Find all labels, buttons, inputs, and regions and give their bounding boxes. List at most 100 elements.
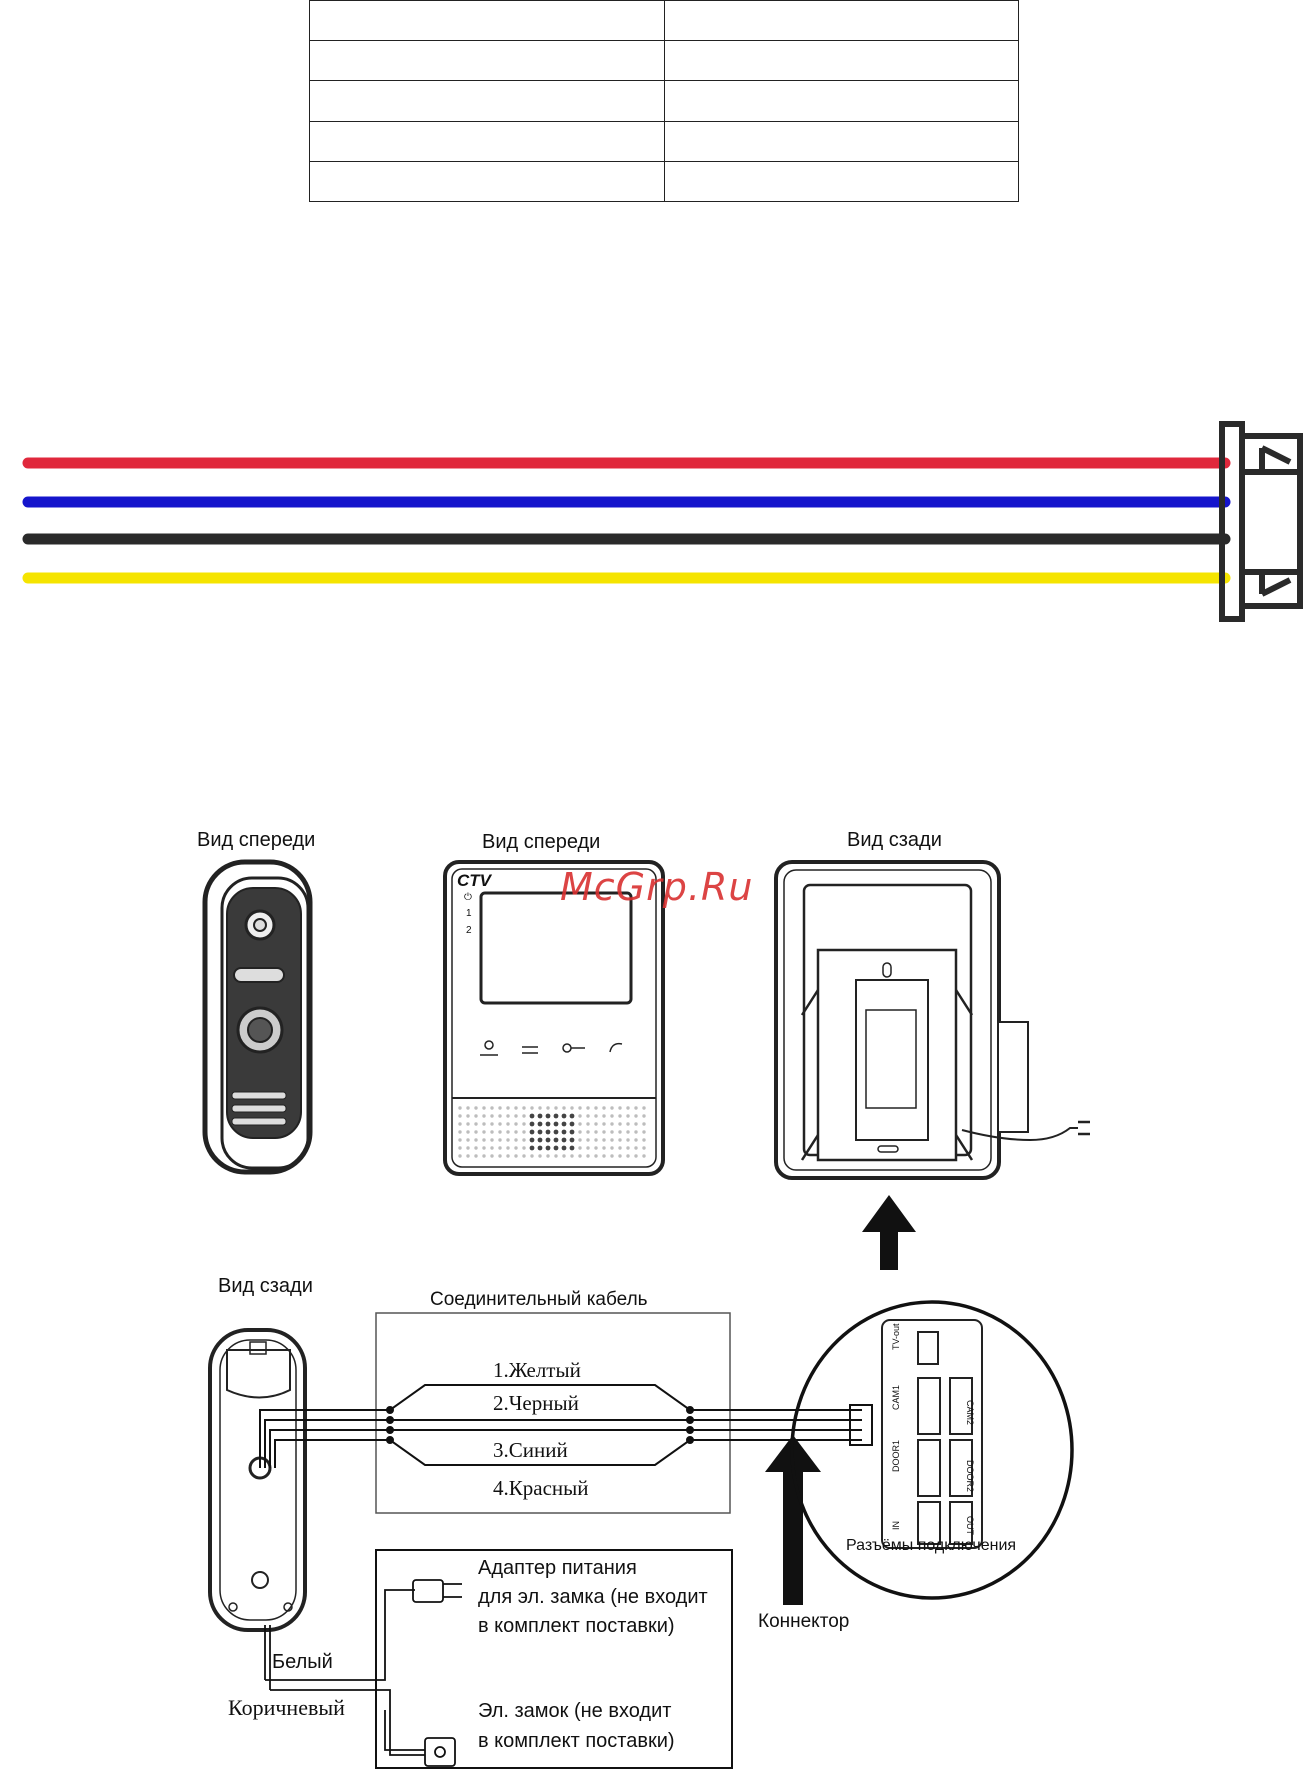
grille-dot <box>561 1129 567 1135</box>
monitor-front-label: Вид спереди <box>482 831 601 853</box>
grille-dot <box>474 1106 478 1110</box>
grille-dot <box>506 1106 510 1110</box>
grille-dot <box>553 1121 559 1127</box>
table-cell <box>309 160 665 203</box>
grille-dot <box>602 1146 606 1150</box>
monitor-back <box>774 860 1090 1180</box>
grille-dot <box>498 1122 502 1126</box>
grille-dot <box>482 1130 486 1134</box>
grille-dot <box>482 1122 486 1126</box>
grille-dot <box>474 1154 478 1158</box>
grille-dot <box>594 1146 598 1150</box>
grille-dot <box>586 1106 590 1110</box>
white-wire-label: Белый <box>272 1651 333 1673</box>
grille-dot <box>642 1106 646 1110</box>
grille-dot <box>514 1130 518 1134</box>
table-cell <box>663 80 1019 122</box>
grille-dot <box>618 1138 622 1142</box>
grille-dot <box>626 1114 630 1118</box>
adapter-line-1: Адаптер питания <box>478 1557 637 1579</box>
port-cam2: CAM2 <box>965 1400 975 1426</box>
grille-dot <box>642 1146 646 1150</box>
grille-dot <box>634 1146 638 1150</box>
grille-dot <box>578 1154 582 1158</box>
grille-dot <box>490 1154 494 1158</box>
grille-dot <box>578 1130 582 1134</box>
grille-dot <box>458 1138 462 1142</box>
monitor-screen <box>479 891 633 1005</box>
grille-dot <box>562 1106 566 1110</box>
monitor-back-label: Вид сзади <box>847 829 942 851</box>
port-in: IN <box>891 1521 901 1530</box>
grille-dot <box>586 1114 590 1118</box>
grille-dot <box>594 1106 598 1110</box>
grille-dot <box>618 1122 622 1126</box>
grille-dot <box>594 1130 598 1134</box>
grille-dot <box>474 1114 478 1118</box>
grille-dot <box>594 1154 598 1158</box>
grille-dot <box>569 1145 575 1151</box>
grille-dot <box>537 1129 543 1135</box>
panel-front-label: Вид спереди <box>197 829 316 851</box>
cable-wire-4: 4.Красный <box>493 1476 589 1500</box>
lock-box <box>375 1549 733 1769</box>
grille-dot <box>522 1122 526 1126</box>
grille-dot <box>610 1154 614 1158</box>
grille-dot <box>594 1122 598 1126</box>
grille-dot <box>562 1154 566 1158</box>
table-row <box>309 160 1019 203</box>
grille-dot <box>514 1106 518 1110</box>
grille-dot <box>602 1122 606 1126</box>
grille-dot <box>634 1138 638 1142</box>
grille-dot <box>545 1137 551 1143</box>
grille-dot <box>537 1137 543 1143</box>
grille-dot <box>610 1138 614 1142</box>
grille-dot <box>610 1130 614 1134</box>
grille-dot <box>561 1145 567 1151</box>
grille-dot <box>634 1130 638 1134</box>
brown-wire-label: Коричневый <box>228 1695 345 1720</box>
table-cell <box>663 160 1019 203</box>
table-cell <box>309 40 665 82</box>
grille-dot <box>569 1129 575 1135</box>
grille-dot <box>522 1106 526 1110</box>
grille-dot <box>498 1106 502 1110</box>
port-door2: DOOR2 <box>965 1460 975 1493</box>
grille-dot <box>586 1138 590 1142</box>
grille-dot <box>514 1154 518 1158</box>
grille-dot <box>586 1146 590 1150</box>
wire-bundle <box>22 421 1303 622</box>
grille-dot <box>474 1130 478 1134</box>
grille-dot <box>594 1114 598 1118</box>
grille-dot <box>634 1106 638 1110</box>
grille-dot <box>569 1121 575 1127</box>
connector-label: Коннектор <box>758 1611 850 1632</box>
grille-dot <box>474 1146 478 1150</box>
grille-dot <box>642 1130 646 1134</box>
cable-wire-1: 1.Желтый <box>493 1358 581 1382</box>
grille-dot <box>498 1146 502 1150</box>
grille-dot <box>618 1146 622 1150</box>
table-row <box>309 120 1019 162</box>
grille-dot <box>618 1114 622 1118</box>
grille-dot <box>561 1137 567 1143</box>
grille-dot <box>569 1113 575 1119</box>
grille-dot <box>569 1137 575 1143</box>
grille-dot <box>529 1129 535 1135</box>
grille-dot <box>602 1154 606 1158</box>
grille-dot <box>458 1122 462 1126</box>
connector-zoom-circle <box>790 1300 1074 1600</box>
cable-wire-3: 3.Синий <box>493 1438 568 1462</box>
grille-dot <box>538 1154 542 1158</box>
grille-dot <box>610 1114 614 1118</box>
grille-dot <box>642 1138 646 1142</box>
grille-dot <box>466 1122 470 1126</box>
grille-dot <box>578 1106 582 1110</box>
grille-dot <box>553 1129 559 1135</box>
table-row <box>309 80 1019 122</box>
grille-dot <box>537 1121 543 1127</box>
grille-dot <box>522 1146 526 1150</box>
grille-dot <box>506 1114 510 1118</box>
grille-dot <box>634 1114 638 1118</box>
